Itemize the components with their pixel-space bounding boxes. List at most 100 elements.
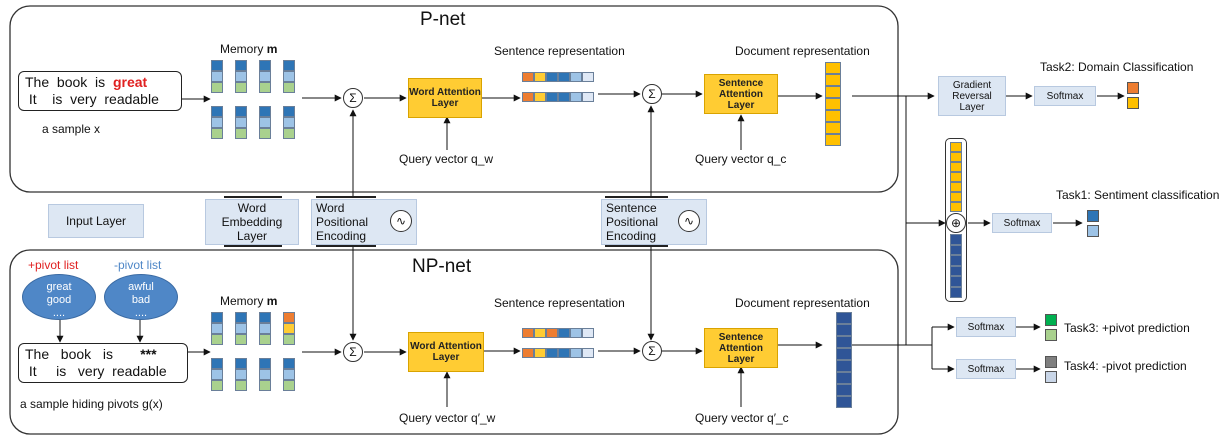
memory-cell (283, 71, 295, 82)
vector-cell (950, 265, 962, 277)
memory-cell (211, 380, 223, 391)
pos-pivot-list: great good .... (22, 274, 96, 320)
sample-word: is (52, 91, 63, 107)
npnet-query-c: Query vector q′_c (695, 411, 789, 425)
vector-cell (836, 348, 852, 360)
sample-pivot-word: great (112, 74, 148, 90)
sentence-cell (582, 92, 594, 102)
sample-word: book (60, 346, 92, 362)
sample-word: is (102, 346, 113, 362)
vector-cell (825, 62, 841, 74)
sentence-cell (558, 348, 570, 358)
pnet-sample-caption: a sample x (42, 122, 101, 136)
sentence-cell (570, 72, 582, 82)
pivot-word: .... (52, 307, 66, 319)
memory-cell (283, 60, 295, 71)
memory-cell (259, 380, 271, 391)
sample-word: is (95, 74, 106, 90)
sentence-cell (582, 348, 594, 358)
pnet-sentence-vectors (522, 72, 602, 112)
memory-cell (283, 106, 295, 117)
vector-cell (825, 86, 841, 98)
npnet-memory-label: Memory m (220, 294, 277, 308)
memory-cell (211, 358, 223, 369)
memory-cell (235, 60, 247, 71)
pnet-document-repr-label: Document representation (735, 44, 870, 58)
npnet-panel (9, 249, 899, 435)
pos-pivot-output-1 (1045, 314, 1057, 326)
sample-word: book (56, 74, 88, 90)
npnet-sentence-attention-layer: Sentence Attention Layer (704, 328, 778, 368)
memory-cell (259, 82, 271, 93)
vector-cell (836, 324, 852, 336)
pnet-memory-grid (211, 60, 301, 150)
pnet-panel (9, 5, 899, 193)
memory-cell (235, 334, 247, 345)
memory-cell (259, 117, 271, 128)
pos-pivot-list-label: +pivot list (28, 258, 79, 272)
vector-cell (950, 182, 962, 192)
memory-cell (235, 106, 247, 117)
pnet-sample-box: The book is great It is very readable (18, 71, 182, 111)
memory-cell (235, 369, 247, 380)
sentence-cell (570, 92, 582, 102)
memory-cell (235, 71, 247, 82)
neg-pivot-list: awful bad .... (104, 274, 178, 320)
softmax-pos-pivot: Softmax (956, 317, 1016, 337)
pnet-query-c: Query vector q_c (695, 152, 787, 166)
memory-cell (235, 358, 247, 369)
npnet-document-vector (836, 312, 852, 408)
task4-label: Task4: -pivot prediction (1064, 359, 1187, 373)
memory-symbol: m (266, 294, 278, 308)
domain-output-2 (1127, 97, 1139, 109)
vector-cell (836, 372, 852, 384)
memory-cell (259, 60, 271, 71)
sample-word: very (70, 91, 97, 107)
memory-cell (211, 334, 223, 345)
pivot-word: good (46, 294, 72, 306)
sentence-cell (534, 328, 546, 338)
memory-cell (283, 358, 295, 369)
memory-cell (283, 82, 295, 93)
memory-label-text: Memory (220, 294, 264, 308)
vector-cell (825, 122, 841, 134)
npnet-query-w: Query vector q′_w (399, 411, 496, 425)
sentence-cell (558, 92, 570, 102)
npnet-sentence-vectors (522, 328, 602, 368)
memory-cell (283, 323, 295, 334)
word-positional-label: Word Positional Encoding (316, 201, 369, 243)
vector-cell (950, 276, 962, 287)
npnet-sum-sentence: Σ (642, 341, 662, 361)
vector-cell (950, 192, 962, 202)
domain-output-1 (1127, 82, 1139, 94)
npnet-sample-caption: a sample hiding pivots g(x) (20, 397, 163, 411)
memory-cell (235, 323, 247, 334)
pnet-title: P-net (420, 9, 466, 30)
vector-cell (950, 142, 962, 152)
pivot-word: awful (128, 281, 154, 293)
vector-cell (825, 74, 841, 86)
memory-cell (211, 60, 223, 71)
sample-word: It (28, 363, 37, 379)
pnet-sum-sentence: Σ (642, 84, 662, 104)
memory-cell (259, 128, 271, 139)
sentence-cell (546, 72, 558, 82)
npnet-document-repr-label: Document representation (735, 296, 870, 310)
memory-cell (211, 369, 223, 380)
memory-cell (283, 312, 295, 323)
npnet-sample-box: The book is *** It is very readable (18, 343, 188, 383)
npnet-memory-grid (211, 312, 301, 402)
pnet-sample-line1: The book is great (25, 74, 175, 91)
memory-cell (283, 128, 295, 139)
sentence-cell (546, 92, 558, 102)
input-layer: Input Layer (48, 204, 144, 238)
memory-cell (235, 128, 247, 139)
npnet-word-attention-layer: Word Attention Layer (408, 332, 484, 372)
task3-label: Task3: +pivot prediction (1064, 321, 1190, 335)
npnet-sum-word: Σ (343, 342, 363, 362)
vector-cell (950, 202, 962, 212)
memory-cell (283, 117, 295, 128)
neg-pivot-output-2 (1045, 371, 1057, 383)
sentence-cell (534, 72, 546, 82)
